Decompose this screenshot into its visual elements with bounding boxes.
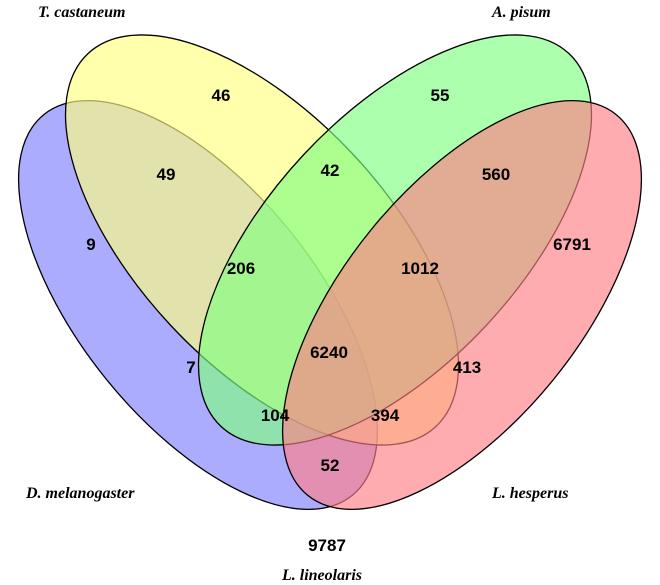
count-t-a-h: 1012	[401, 259, 439, 278]
count-a-only: 55	[431, 86, 450, 105]
count-t-a: 42	[321, 161, 340, 180]
count-d-a-h: 104	[261, 406, 290, 425]
count-d-only: 9	[86, 235, 95, 254]
count-d-t-a: 206	[227, 259, 255, 278]
count-a-h: 560	[482, 165, 510, 184]
count-all-four: 6240	[310, 343, 348, 362]
label-l-lineolaris: L. lineolaris	[281, 567, 362, 584]
label-a-pisum: A. pisum	[491, 4, 551, 21]
count-outside: 9787	[308, 536, 346, 555]
count-d-a: 7	[186, 358, 195, 377]
count-h-only: 6791	[553, 235, 591, 254]
count-d-t-h: 394	[371, 406, 400, 425]
count-d-h: 52	[321, 456, 340, 475]
count-t-h: 413	[453, 358, 481, 377]
count-t-only: 46	[212, 86, 231, 105]
set-ellipse-l-hesperus	[281, 99, 643, 511]
label-l-hesperus: L. hesperus	[491, 485, 568, 502]
label-d-melanogaster: D. melanogaster	[25, 485, 135, 502]
label-t-castaneum: T. castaneum	[38, 4, 125, 21]
count-d-t: 49	[157, 165, 176, 184]
